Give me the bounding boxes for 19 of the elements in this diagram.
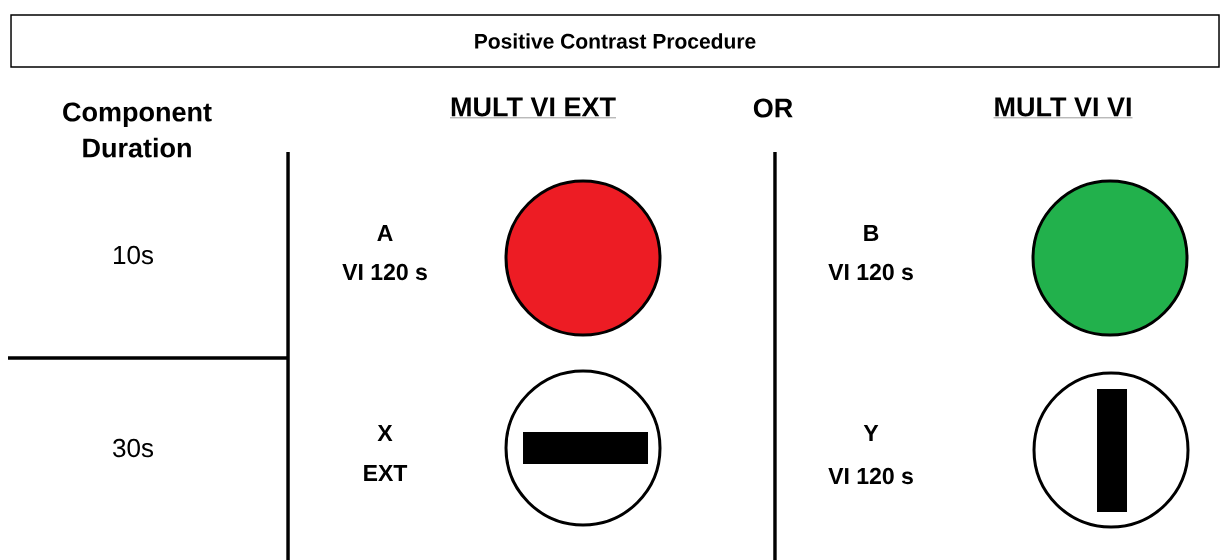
schedule-label: VI 120 s xyxy=(828,263,913,281)
schedule-label: Y xyxy=(863,425,879,441)
schedule-label: B xyxy=(864,225,879,241)
schedule-label: EXT xyxy=(364,465,408,481)
schedule-heading: MULT VI EXT xyxy=(449,97,617,118)
schedule-heading: MULT VI VI xyxy=(993,97,1133,118)
duration-label: 30s xyxy=(113,438,153,458)
schedule-label: VI 120 s xyxy=(342,263,427,281)
duration-label: 10s xyxy=(114,245,153,265)
schedule-label: X xyxy=(377,425,393,441)
or-label: OR xyxy=(753,98,793,118)
stimulus-circle xyxy=(1031,179,1189,337)
schedule-label: VI 120 s xyxy=(828,467,913,485)
title-box: Positive Contrast Procedure xyxy=(10,14,1220,68)
stimulus-circle xyxy=(504,179,662,337)
column-heading: Component Duration xyxy=(63,102,212,158)
stimulus-circle xyxy=(1032,371,1190,529)
schedule-label: A xyxy=(377,225,393,241)
stimulus-circle xyxy=(504,369,662,527)
